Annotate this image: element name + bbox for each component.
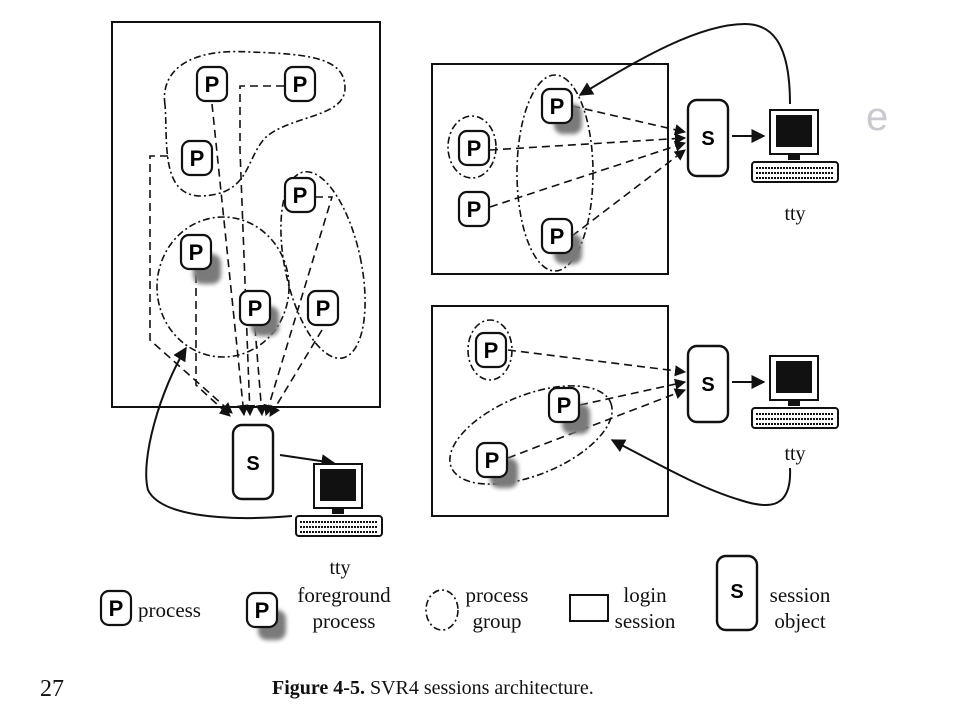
link-p2-to-s1 [239, 85, 284, 417]
process-node: P [283, 65, 317, 103]
link-p1-to-s1 [211, 103, 249, 417]
svg-text:P: P [205, 72, 220, 97]
link-p7-to-s1 [269, 329, 323, 417]
link-p3-to-s1 [149, 155, 233, 414]
svg-text:P: P [467, 136, 482, 161]
link-tty2-to-fg-group [578, 22, 791, 105]
legend-session-line1: session [770, 583, 831, 607]
figure-caption-text: SVR4 sessions architecture. [365, 677, 594, 699]
foreground-process-node: P [238, 289, 272, 327]
svg-text:P: P [109, 596, 124, 621]
login-session-box-left [111, 21, 381, 408]
legend-login-line2: session [615, 609, 676, 633]
link-p14-to-s3 [507, 388, 687, 459]
svg-text:S: S [246, 453, 259, 475]
session-object-left: S [231, 423, 275, 501]
terminal-icon [751, 109, 839, 183]
svg-text:S: S [701, 374, 714, 396]
tty-label-bottom-right: tty [784, 443, 805, 465]
process-group-3-foreground [156, 216, 290, 358]
figure-caption: Figure 4-5. SVR4 sessions architecture. [272, 677, 594, 699]
process-node: P [474, 331, 508, 369]
process-node: P [180, 139, 214, 177]
legend-group-line1: process [466, 583, 529, 607]
legend-foreground-line1: foreground [297, 583, 391, 607]
foreground-process-node: P [179, 233, 213, 271]
link-p4-to-s1 [263, 196, 334, 417]
svg-text:P: P [316, 296, 331, 321]
svg-text:P: P [190, 146, 205, 171]
legend-session-line2: object [774, 609, 825, 633]
terminal-icon [751, 355, 839, 429]
link-p8-to-s2 [571, 105, 687, 136]
svg-text:S: S [730, 581, 743, 603]
link-p9-to-s2 [489, 133, 687, 151]
svg-text:P: P [557, 393, 572, 418]
legend-process-group-icon [425, 589, 459, 631]
link-tty1-to-fg-group [145, 346, 293, 520]
legend: P process P foreground process process g… [99, 554, 831, 633]
legend-process-icon: P [99, 589, 133, 627]
svg-text:P: P [248, 296, 263, 321]
link-p13-to-s3 [579, 378, 687, 406]
login-session-box-bottom-right [431, 305, 669, 517]
svg-text:P: P [550, 224, 565, 249]
legend-foreground-process-icon: P [245, 591, 279, 629]
process-group-7-foreground [449, 385, 613, 485]
legend-process-label: process [138, 598, 201, 622]
link-p12-to-s3 [507, 349, 687, 377]
svg-text:P: P [485, 448, 500, 473]
session-object-top-right: S [686, 98, 730, 178]
process-group-2 [280, 170, 366, 360]
process-group-4 [447, 115, 497, 179]
svg-text:P: P [293, 183, 308, 208]
svg-text:P: P [293, 72, 308, 97]
svg-text:S: S [701, 128, 714, 150]
link-s1-to-tty1 [279, 454, 336, 469]
process-node: P [457, 190, 491, 228]
link-p11-to-s2 [571, 149, 686, 237]
tty-label-left: tty [329, 557, 350, 579]
link-p6-to-s1 [254, 327, 267, 417]
background-title-fragment: e [866, 95, 888, 139]
foreground-process-node: P [540, 87, 574, 125]
process-node: P [283, 176, 317, 214]
process-node: P [195, 65, 229, 103]
figure-caption-number: Figure 4-5. [272, 677, 365, 699]
svg-text:P: P [484, 338, 499, 363]
process-group-1 [163, 50, 346, 197]
link-tty3-to-fg-group [610, 439, 792, 507]
foreground-process-node: P [475, 441, 509, 479]
legend-login-line1: login [623, 583, 667, 607]
foreground-process-node: P [547, 386, 581, 424]
login-session-box-top-right [431, 63, 669, 275]
svg-text:P: P [467, 197, 482, 222]
tty-label-top-right: tty [784, 203, 805, 225]
session-object-bottom-right: S [686, 344, 730, 424]
process-node: P [457, 129, 491, 167]
link-p5-to-s1 [195, 275, 231, 417]
page-number: 27 [40, 676, 64, 702]
link-p10-to-s2 [489, 140, 687, 208]
legend-foreground-line2: process [313, 609, 376, 633]
legend-session-object-icon: S [715, 554, 759, 632]
terminal-icon [295, 463, 383, 537]
legend-group-line2: group [473, 609, 522, 633]
svg-text:P: P [255, 598, 270, 623]
svg-text:P: P [550, 94, 565, 119]
foreground-process-node: P [540, 217, 574, 255]
process-node: P [306, 289, 340, 327]
legend-login-session-icon [569, 594, 609, 622]
svg-text:P: P [189, 240, 204, 265]
